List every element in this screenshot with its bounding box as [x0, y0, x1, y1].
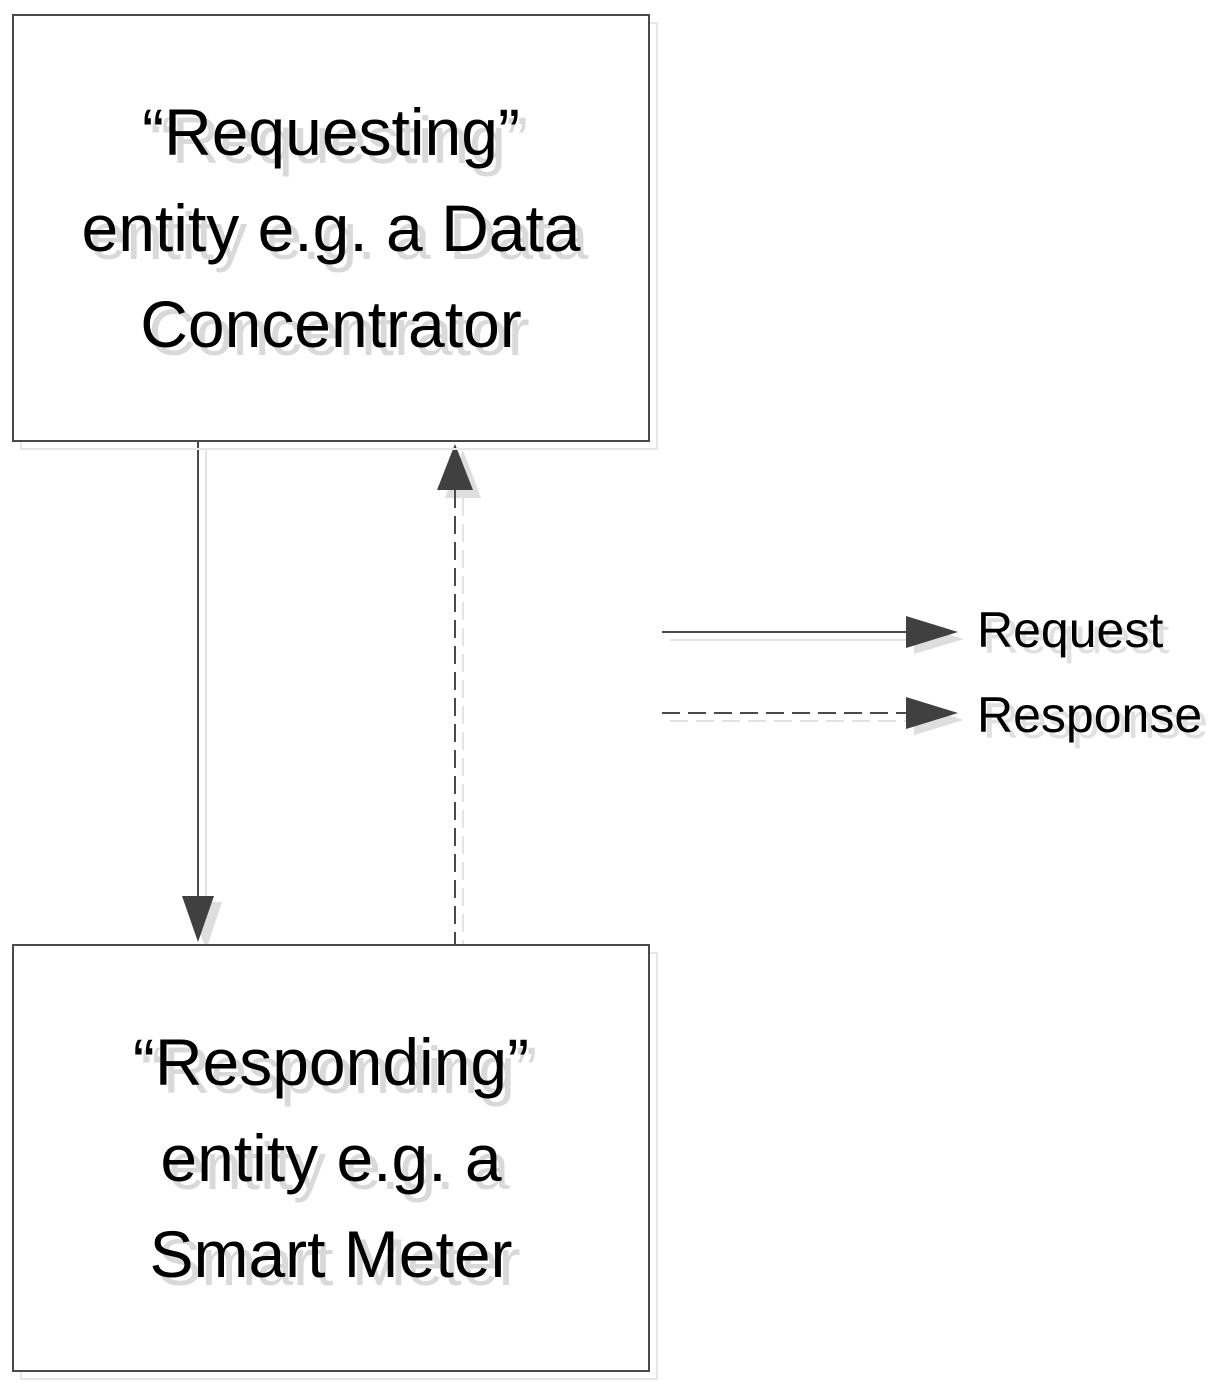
requesting-entity-line-2: entity e.g. a Data: [81, 191, 581, 265]
responding-entity-line-3: Smart Meter: [149, 1217, 513, 1291]
legend-response-arrowhead: [906, 697, 958, 729]
requesting-entity-line-1: “Requesting”: [142, 95, 520, 169]
requesting-entity-line-3: Concentrator: [140, 287, 522, 361]
responding-entity-box: “Responding” entity e.g. a Smart Meter: [12, 944, 650, 1372]
responding-entity-line-2: entity e.g. a: [160, 1121, 502, 1195]
request-arrowhead: [182, 896, 214, 942]
response-arrowhead: [437, 444, 473, 490]
legend-response-label: Response: [977, 687, 1203, 743]
requesting-entity-box: “Requesting” entity e.g. a Data Concentr…: [12, 14, 650, 442]
legend-request-arrowhead: [906, 616, 958, 648]
legend-request-label: Request: [977, 602, 1164, 658]
responding-entity-line-1: “Responding”: [132, 1025, 530, 1099]
